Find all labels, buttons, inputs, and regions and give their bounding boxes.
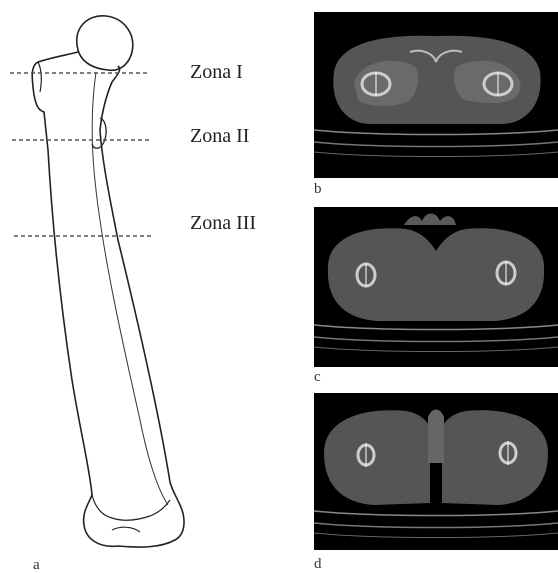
zone-3-label: Zona III [190,213,256,233]
ct-scan-d-graphic [314,393,558,550]
ct-scan-b [314,12,558,178]
ct-scan-b-graphic [314,12,558,178]
lesser-trochanter [92,118,106,148]
proximal-femur-outline [32,52,184,547]
panel-label-c: c [314,370,321,385]
ct-scan-c-graphic [314,207,558,367]
zone-2-label: Zona II [190,126,249,146]
femoral-head [77,16,133,70]
panel-label-b: b [314,182,322,197]
intercondylar-notch [112,527,140,532]
distal-condyles [92,495,170,520]
femur-illustration-panel: a [0,0,300,571]
greater-trochanter-line [38,62,41,92]
ct-scan-d [314,393,558,550]
zone-1-label: Zona I [190,62,243,82]
femur-drawing [0,0,300,571]
panel-label-d: d [314,557,322,572]
ct-scan-c [314,207,558,367]
